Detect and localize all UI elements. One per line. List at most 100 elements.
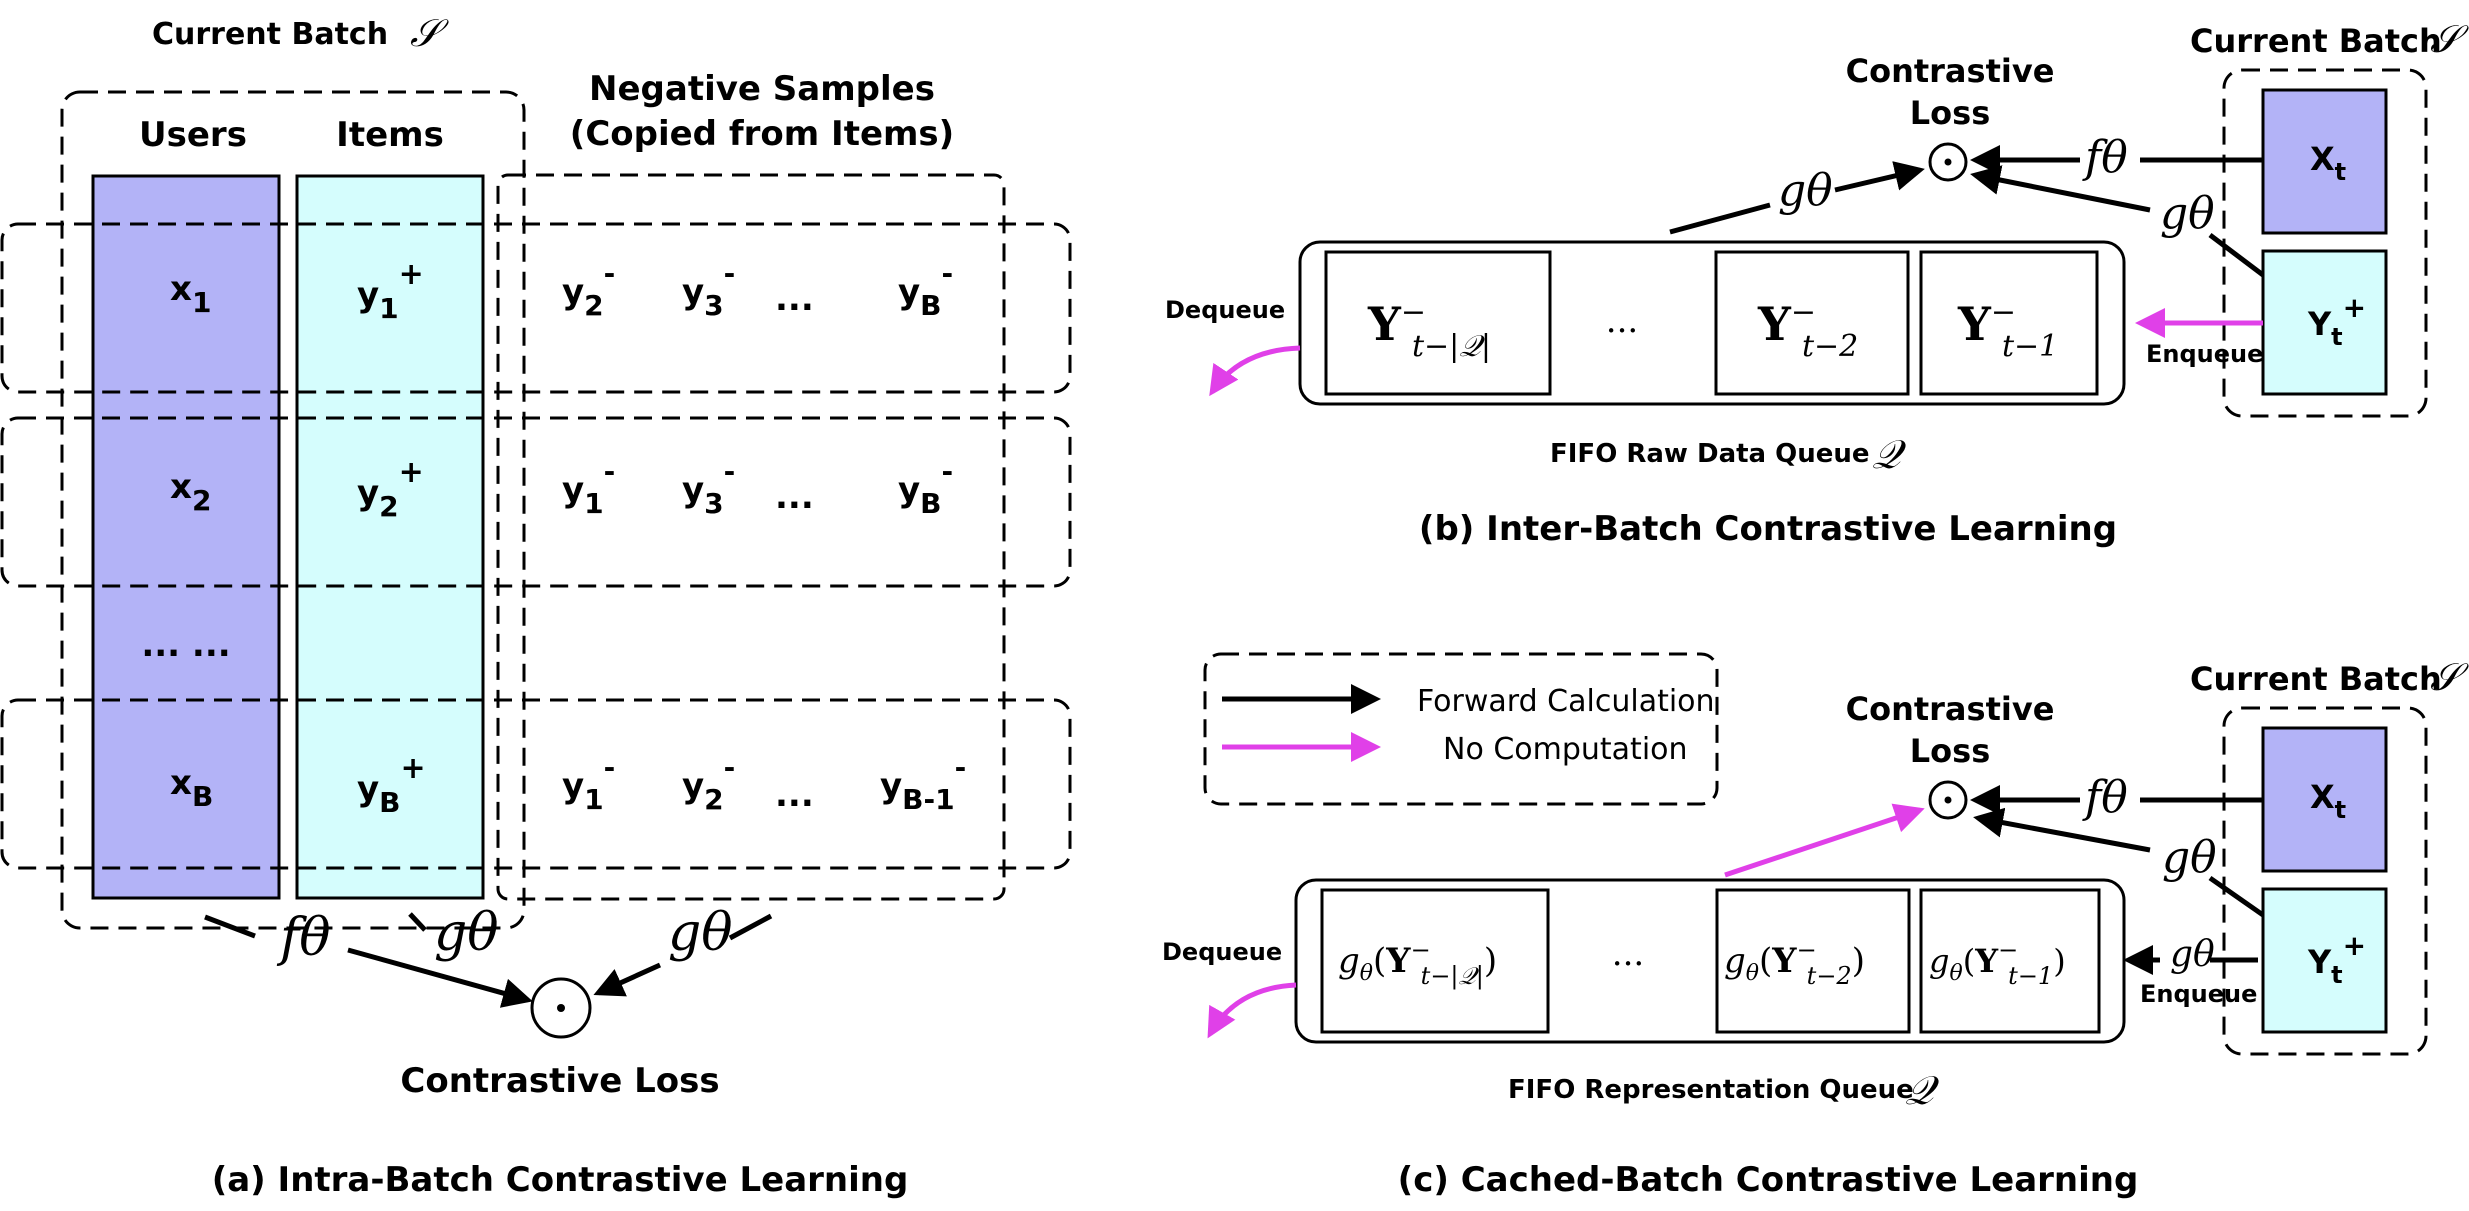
panel-a-batch-symbol: 𝒮 — [410, 11, 449, 55]
panel-a-g-theta-neg: gθ — [668, 903, 733, 963]
neg-row1-a: y2- — [562, 257, 615, 322]
panel-a-g-theta: gθ — [434, 903, 499, 963]
panel-c-yt-box — [2261, 887, 2388, 1034]
row-1: x1 y1+ y2- y3- ... yB- — [170, 257, 953, 325]
panel-b-g-theta: gθ — [2160, 188, 2215, 239]
neg-row3-ellipsis: ... — [775, 775, 814, 815]
panel-b-g-line — [2208, 233, 2265, 277]
users-header: Users — [139, 115, 247, 155]
row-2-box — [0, 416, 1072, 588]
panel-c-dequeue-arrow — [1207, 982, 1297, 1039]
panel-c-cell-1-text: gθ(Y−t−|𝒬|) — [1338, 936, 1497, 991]
panel-c-dequeue-label: Dequeue — [1162, 938, 1282, 966]
panel-a-g-line — [408, 912, 427, 932]
row-3: xB yB+ y1- y2- ... yB-1- — [170, 751, 966, 819]
panel-c-batch-symbol: 𝒮 — [2430, 655, 2469, 699]
row-3-box — [0, 698, 1072, 870]
neg-row1-b: y3- — [682, 257, 735, 322]
panel-c-current-batch-label: Current Batch — [2190, 660, 2442, 698]
neg-row3-c: yB-1- — [880, 751, 966, 816]
item-y1-positive: y1+ — [357, 257, 424, 325]
items-header: Items — [336, 115, 444, 155]
panel-b-queue-cell-3 — [1714, 250, 1910, 396]
panel-c-yt-label: Yt+ — [2307, 929, 2366, 989]
user-xB: xB — [170, 763, 213, 813]
neg-row2-a: y1- — [562, 455, 615, 520]
panel-c-caption: (c) Cached-Batch Contrastive Learning — [1398, 1160, 2139, 1200]
panel-a-dot — [557, 1004, 565, 1012]
panel-c-cache-arrow — [1724, 803, 1925, 878]
neg-row3-a: y1- — [562, 751, 615, 816]
panel-c-dot — [1944, 796, 1952, 804]
panel-c-f-theta: fθ — [2082, 772, 2128, 823]
panel-b-xt-box — [2261, 88, 2388, 235]
neg-row2-b: y3- — [682, 455, 735, 520]
neg-row1-c: yB- — [898, 257, 953, 322]
panel-b-queue-g-arrow — [1834, 161, 1925, 193]
panel-b-caption: (b) Inter-Batch Contrastive Learning — [1419, 509, 2117, 549]
panel-a-dot-product — [530, 977, 592, 1039]
panel-b-queue-cell-1 — [1324, 250, 1552, 396]
panel-c-current-batch-box — [2222, 706, 2428, 1056]
panel-b-queue — [1298, 240, 2126, 406]
panel-b-batch-symbol: 𝒮 — [2430, 17, 2469, 61]
panel-c-queue-cell-3 — [1715, 888, 1911, 1034]
panel-a-current-batch-box — [60, 90, 526, 930]
neg-row1-ellipsis: ... — [775, 279, 814, 319]
panel-b-dot-product — [1928, 142, 1968, 182]
panel-c-queue-cell-4 — [1919, 888, 2101, 1034]
panel-c-loss-line1: Contrastive — [1846, 690, 2055, 728]
panel-b-cell-3-text: Y−t−2 — [1757, 295, 1858, 364]
items-column — [295, 174, 485, 900]
panel-b-xt-label: Xt — [2310, 140, 2346, 186]
negatives-header-line2: (Copied from Items) — [570, 114, 954, 154]
panel-a-negative-samples-box — [496, 173, 1006, 901]
legend-forward-label: Forward Calculation — [1417, 684, 1715, 719]
panel-c-queue-symbol: 𝒬 — [1905, 1068, 1940, 1114]
panel-b-dequeue-arrow — [1209, 345, 1301, 397]
neg-row2-ellipsis: ... — [775, 477, 814, 517]
legend-no-computation-label: No Computation — [1443, 732, 1688, 767]
panel-c-dot-product — [1928, 780, 1968, 820]
row-1-box — [0, 222, 1072, 394]
legend-box — [1203, 652, 1719, 806]
panel-c-cell-4-text: gθ(Y−t−1) — [1929, 936, 2066, 990]
panel-b-current-batch-label: Current Batch — [2190, 22, 2442, 60]
panel-b-queue-cell-4 — [1919, 250, 2099, 396]
panel-b-cell-2-ellipsis: ... — [1606, 301, 1638, 341]
panel-c-cell-3-text: gθ(Y−t−2) — [1724, 936, 1865, 990]
panel-c-xt-box — [2261, 726, 2388, 873]
panel-a-intra-batch: Current Batch 𝒮 Users Items Negative Sam… — [0, 11, 1072, 1200]
panel-b-queue-g-theta: gθ — [1778, 165, 1833, 216]
panel-b-loss-line1: Contrastive — [1846, 52, 2055, 90]
panel-c-xt-label: Xt — [2310, 778, 2346, 824]
panel-b-loss-line2: Loss — [1910, 94, 1990, 132]
user-x1: x1 — [170, 269, 211, 319]
panel-c-enqueue-label: Enqueue — [2140, 980, 2257, 1008]
legend: Forward Calculation No Computation — [1203, 652, 1719, 806]
panel-a-caption: (a) Intra-Batch Contrastive Learning — [212, 1160, 909, 1200]
panel-a-f-line — [204, 914, 256, 939]
panel-c-loss-line2: Loss — [1910, 732, 1990, 770]
panel-a-loss-label: Contrastive Loss — [400, 1061, 719, 1101]
panel-b-cell-4-text: Y−t−1 — [1957, 295, 2058, 364]
users-column — [91, 174, 281, 900]
panel-b-inter-batch: Contrastive Loss Current Batch 𝒮 Xt Yt+ … — [1165, 17, 2469, 549]
panel-a-neg-arrow — [593, 962, 662, 997]
panel-b-dot — [1944, 158, 1952, 166]
panel-a-current-batch-label: Current Batch — [152, 17, 388, 52]
panel-b-cell-1-text: Y−t−|𝒬| — [1367, 295, 1491, 364]
panel-b-dequeue-label: Dequeue — [1165, 296, 1285, 324]
panel-b-enqueue-label: Enqueue — [2146, 340, 2263, 368]
panel-c-g-arrow — [1973, 807, 2151, 853]
panel-c-cached-batch: Forward Calculation No Computation Contr… — [1162, 652, 2469, 1200]
panel-c-queue-cell-1 — [1320, 888, 1550, 1034]
neg-row2-c: yB- — [898, 455, 953, 520]
panel-b-f-theta: fθ — [2082, 132, 2128, 183]
negatives-header-line1: Negative Samples — [589, 69, 935, 109]
row-2: x2 y2+ y1- y3- ... yB- — [170, 455, 953, 523]
panel-c-cell-2-ellipsis: ... — [1612, 934, 1644, 974]
panel-b-queue-label: FIFO Raw Data Queue — [1550, 439, 1870, 469]
panel-a-f-arrow — [347, 947, 533, 1008]
